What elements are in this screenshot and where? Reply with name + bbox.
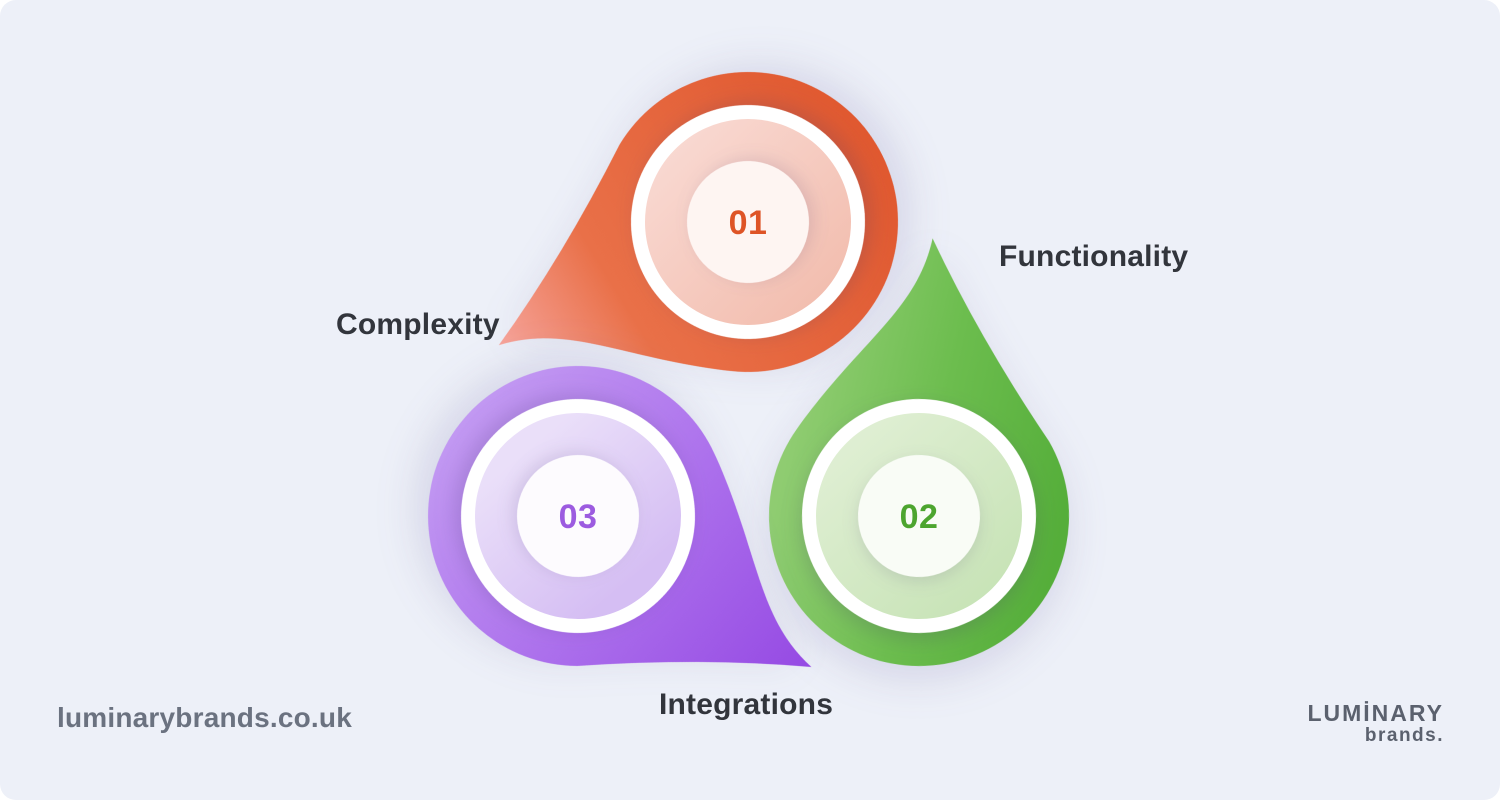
number-disc-03: [517, 455, 639, 577]
label-complexity: Complexity: [336, 308, 500, 341]
step-number-03: 03: [559, 498, 598, 536]
brand-logo-wordmark: LUMİNARY: [1307, 700, 1444, 726]
step-number-02: 02: [900, 498, 939, 536]
website-url: luminarybrands.co.uk: [57, 702, 352, 733]
label-functionality: Functionality: [999, 240, 1189, 273]
drop-item-03: [370, 308, 893, 793]
number-disc-02: [858, 455, 980, 577]
label-integrations: Integrations: [659, 688, 834, 721]
step-number-01: 01: [729, 204, 768, 242]
number-disc-01: [687, 161, 809, 283]
brand-logo-subtext: brands.: [1364, 725, 1444, 746]
brand-logo: LUMİNARY brands.: [1307, 701, 1444, 746]
drop-item-01: [432, 21, 949, 480]
drop-item-02: [761, 231, 1083, 674]
